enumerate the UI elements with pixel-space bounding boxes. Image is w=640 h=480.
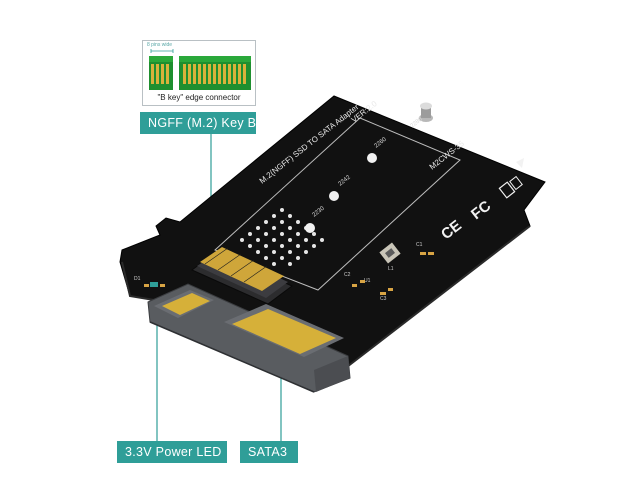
m2-slot-outline — [214, 117, 461, 291]
ngff-key-b-callout: NGFF (M.2) Key B — [140, 112, 256, 134]
silk-label-d1: D1 — [134, 276, 141, 282]
recycle-bin-icon — [498, 175, 523, 199]
mount-hole-2260 — [367, 153, 377, 163]
standoff-screw — [419, 102, 433, 122]
silk-label-u1: U1 — [364, 278, 371, 284]
silk-label-l1: L1 — [388, 266, 394, 272]
m2-socket — [191, 247, 293, 305]
b-key-connector-inset: 8 pins wide "B key" edge connector — [142, 40, 256, 106]
silk-label-c1: C1 — [416, 242, 423, 248]
sata-data-pins — [232, 309, 336, 354]
edge-connector-drawing — [149, 49, 251, 90]
power-led-callout: 3.3V Power LED — [117, 441, 227, 463]
smd-components — [352, 252, 434, 295]
sata-connector — [147, 283, 351, 393]
sata-power-pins — [162, 293, 210, 315]
mount-hole-2230 — [305, 223, 315, 233]
sata3-callout: SATA3 — [240, 441, 298, 463]
silk-label-c3: C3 — [380, 296, 387, 302]
silk-label-c2: C2 — [344, 272, 351, 278]
inset-caption: "B key" edge connector — [157, 93, 241, 102]
pin-count-label: 8 pins wide — [147, 42, 173, 48]
b-key-notch — [173, 56, 179, 90]
warning-icon — [516, 158, 524, 168]
inductor-chip — [379, 242, 401, 264]
power-led — [144, 282, 165, 287]
mount-hole-2242 — [329, 191, 339, 201]
